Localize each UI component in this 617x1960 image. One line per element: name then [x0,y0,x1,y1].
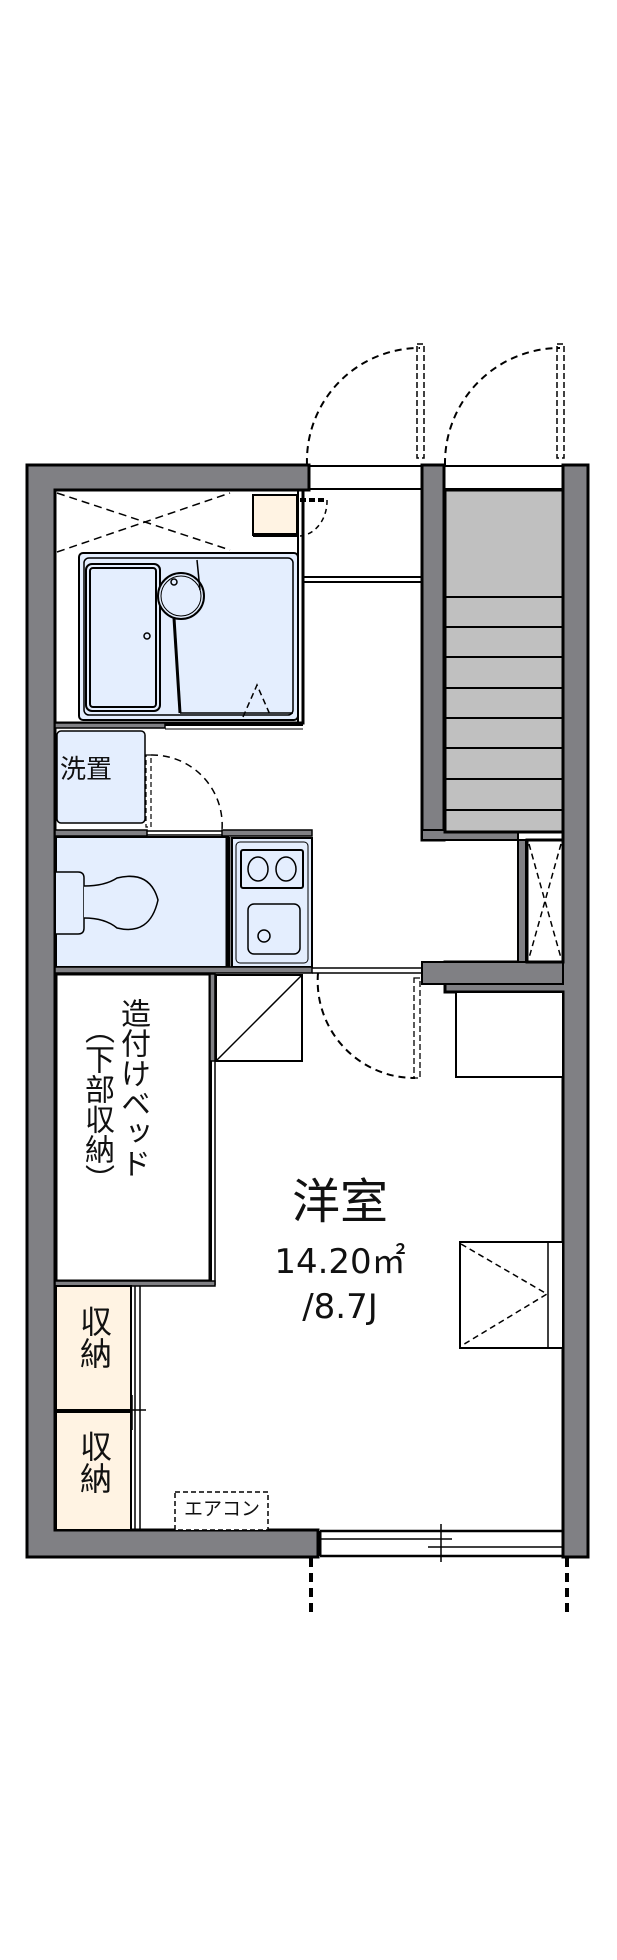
toilet-top-wall [54,829,313,837]
air-conditioner-label: エアコン [183,1498,260,1520]
air-conditioner-outline [174,1491,269,1531]
staircase [443,488,565,834]
kitchen-counter [231,837,313,968]
western-room-name: 洋室 [291,1174,388,1230]
storage-1-label: 収納 [75,1305,113,1369]
wardrobe-closet [459,1241,564,1349]
entrance-door-right [443,343,565,466]
pipe-shaft [525,838,565,964]
built-in-bed-sublabel: （下部収納） [79,1014,114,1194]
western-room-size: /8.7J [302,1287,378,1327]
balcony-edge-lines [309,1558,569,1617]
washer-space [56,730,223,831]
toilet-room [55,836,231,968]
built-in-bed [54,972,216,1287]
balcony-window[interactable] [318,1524,563,1562]
entrance-door-left [305,343,425,466]
water-heater-cabinet [252,494,328,537]
storage-closets [55,1285,146,1531]
built-in-bed-label: 造付けベッド [115,998,150,1178]
storage-2-label: 収納 [75,1430,113,1494]
bath-washer-partition [54,722,303,730]
western-room-area: 14.20㎡ [274,1242,406,1282]
desk-outline [455,991,564,1078]
washer-space-label: 洗置 [60,755,113,785]
shoe-cabinet [215,974,303,1062]
exterior-walls [25,463,590,1559]
